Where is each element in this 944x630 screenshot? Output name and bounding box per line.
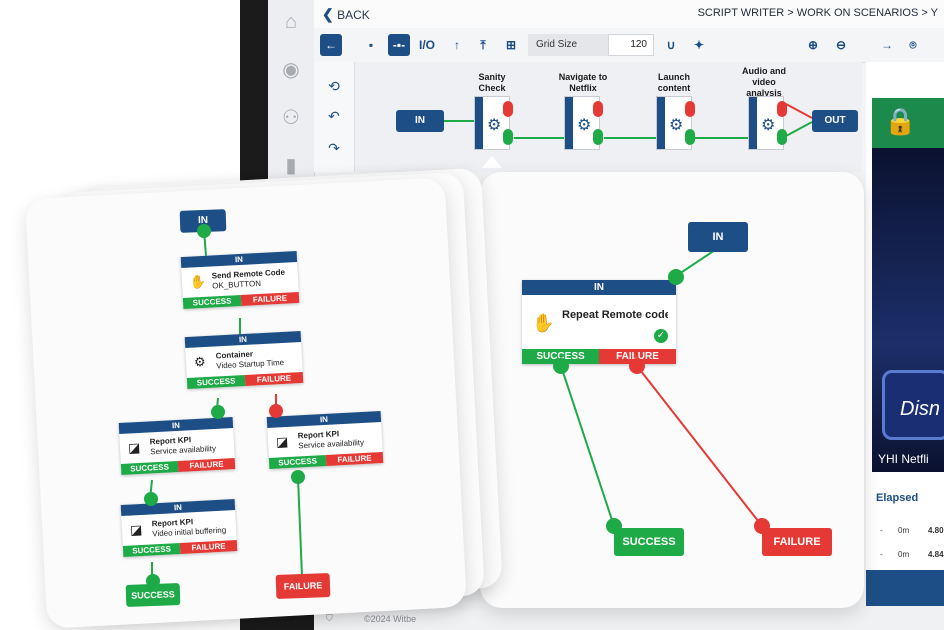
- elapsed-row-value: 4.80: [928, 526, 944, 535]
- gear-icon: ⚙: [761, 117, 776, 134]
- right-failure-node[interactable]: FAILURE: [762, 528, 832, 556]
- gear-icon: ⚙: [669, 117, 684, 134]
- io-button[interactable]: I/O: [418, 38, 435, 52]
- grid-size-label: Grid Size: [528, 34, 608, 56]
- breadcrumb: SCRIPT WRITER > WORK ON SCENARIOS > Y: [697, 7, 938, 19]
- elapsed-row-time: 0m: [898, 526, 910, 535]
- port-dot[interactable]: [553, 358, 569, 374]
- canvas-tools: ⟲ ↶ ↷: [314, 62, 355, 172]
- step-block-sanity[interactable]: ⚙: [474, 96, 513, 150]
- shield-icon: ⛉: [326, 613, 333, 623]
- step-label-netflix: Navigate to Netflix: [558, 72, 608, 93]
- elapsed-row-dash: -: [880, 550, 883, 559]
- connector-icon[interactable]: -▪-: [388, 34, 410, 56]
- step-block-audio-video[interactable]: ⚙: [748, 96, 787, 150]
- step-block-launch[interactable]: ⚙: [656, 96, 695, 150]
- step-block-netflix[interactable]: ⚙: [564, 96, 603, 150]
- grid-size-input[interactable]: 120: [608, 34, 654, 56]
- save-icon[interactable]: ▪: [368, 38, 374, 52]
- right-in-node[interactable]: IN: [688, 222, 748, 252]
- port-dot[interactable]: [211, 405, 225, 419]
- back-label: BACK: [337, 8, 370, 22]
- back-button[interactable]: ❮ BACK: [322, 6, 370, 23]
- redo-icon[interactable]: ↷: [328, 140, 340, 156]
- lock-banner: [872, 98, 944, 148]
- right-success-node[interactable]: SUCCESS: [614, 528, 684, 556]
- app-tile: [882, 370, 944, 440]
- magnet-icon[interactable]: ∪: [666, 38, 676, 52]
- remote-icon[interactable]: ⌾: [909, 38, 917, 52]
- zoom-out-icon[interactable]: ⊖: [835, 38, 847, 52]
- flow-in-node[interactable]: IN: [396, 110, 444, 132]
- arrow-left-icon[interactable]: ←: [320, 34, 342, 56]
- editor-toolbar: ← ▪ -▪- I/O ↑ ⤒ ⊞ Grid Size 120 ∪ ✦ ⊕ ⊖ …: [314, 28, 944, 63]
- port-dot[interactable]: [291, 470, 305, 484]
- elapsed-row-time: 0m: [898, 550, 910, 559]
- step-label-launch: Launch content: [657, 72, 691, 93]
- flow-out-node[interactable]: OUT: [812, 110, 858, 132]
- step-label-audio-video: Audio and video analysis: [742, 66, 786, 98]
- lock-icon: 🔒: [884, 106, 917, 136]
- port-dot[interactable]: [668, 269, 684, 285]
- arrow-right-icon[interactable]: →: [881, 38, 893, 52]
- undo-icon[interactable]: ↶: [328, 108, 340, 124]
- gear-icon: ⚙: [487, 117, 502, 134]
- align-top-icon[interactable]: ⤒: [480, 38, 486, 52]
- magic-wand-icon[interactable]: ✦: [693, 38, 705, 52]
- loop-icon[interactable]: ⟲: [328, 78, 340, 94]
- panel-footer-bar: [866, 570, 944, 606]
- brand-text: Disn: [900, 398, 941, 420]
- failure-port[interactable]: FAILURE: [599, 349, 676, 364]
- elapsed-row-dash: -: [880, 526, 883, 535]
- home-icon[interactable]: ⌂: [284, 11, 298, 33]
- arrow-up-icon[interactable]: ↑: [454, 38, 460, 52]
- selection-caret: [482, 156, 502, 168]
- chevron-left-icon: ❮: [322, 6, 334, 22]
- block-title: Repeat Remote code: [562, 309, 668, 321]
- port-dot[interactable]: [144, 492, 158, 506]
- step-label-sanity: Sanity Check: [478, 72, 506, 93]
- check-icon: ✓: [654, 329, 668, 343]
- port-dot[interactable]: [269, 404, 283, 418]
- grid-icon[interactable]: ⊞: [505, 38, 517, 52]
- video-icon[interactable]: ▮: [285, 155, 297, 177]
- preview-panel: 🔒 Disn YHI Netfli Elapsed - 0m 4.80 - 0m…: [866, 62, 944, 606]
- port-dot[interactable]: [197, 224, 211, 238]
- zoom-in-icon[interactable]: ⊕: [807, 38, 819, 52]
- eye-icon[interactable]: ◉: [282, 59, 300, 81]
- gear-icon: ⚙: [577, 117, 592, 134]
- footer: ⛉ ©2024 Witbe: [314, 606, 944, 630]
- preview-title: YHI Netfli: [878, 452, 929, 466]
- elapsed-row-value: 4.84: [928, 550, 944, 559]
- copyright-text: ©2024 Witbe: [364, 614, 417, 624]
- elapsed-header: Elapsed: [876, 492, 919, 504]
- block-in-port: IN: [522, 280, 676, 295]
- hierarchy-icon[interactable]: ⚇: [282, 107, 300, 129]
- top-bar: ❮ BACK SCRIPT WRITER > WORK ON SCENARIOS…: [314, 0, 944, 29]
- remote-control-icon: ✋: [532, 313, 555, 333]
- port-dot[interactable]: [629, 358, 645, 374]
- success-port[interactable]: SUCCESS: [522, 349, 599, 364]
